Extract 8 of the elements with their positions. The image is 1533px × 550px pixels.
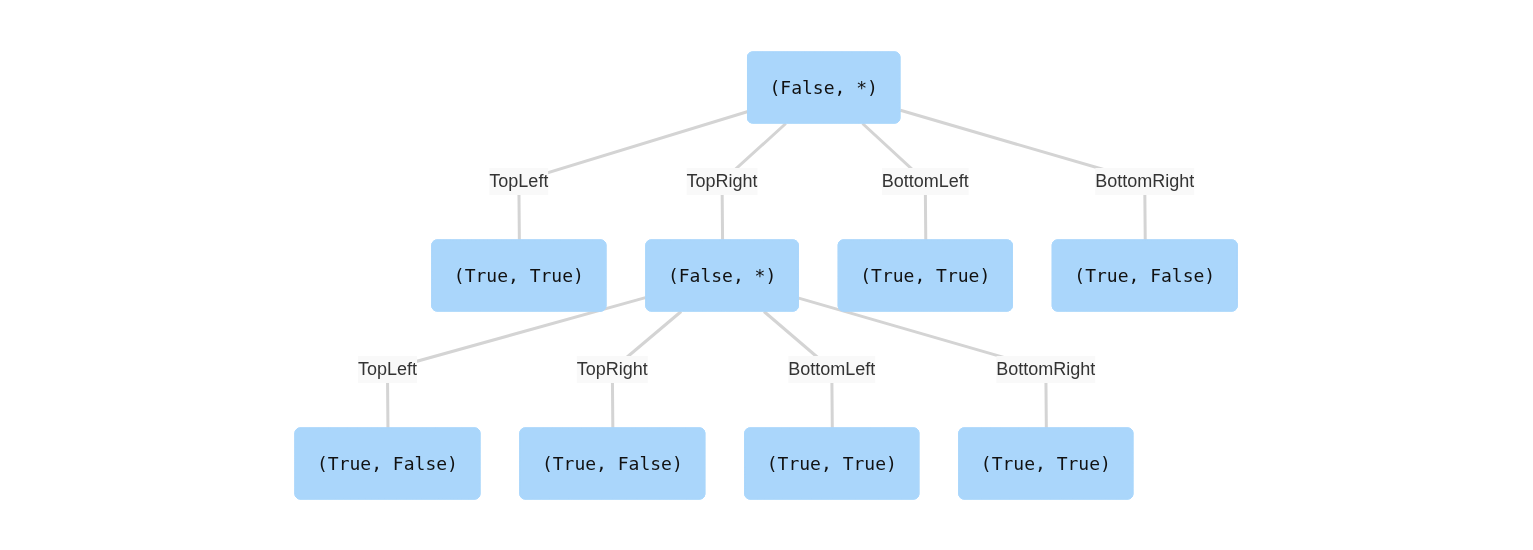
edge-label: TopRight: [577, 358, 649, 379]
edge-label: TopLeft: [358, 358, 418, 379]
edge-label: TopRight: [686, 170, 758, 191]
edge-label: BottomLeft: [882, 170, 970, 191]
edge-label: BottomRight: [996, 358, 1096, 379]
edge-label: BottomRight: [1095, 170, 1195, 191]
edge-label: TopLeft: [489, 170, 549, 191]
edge-label: BottomLeft: [788, 358, 876, 379]
